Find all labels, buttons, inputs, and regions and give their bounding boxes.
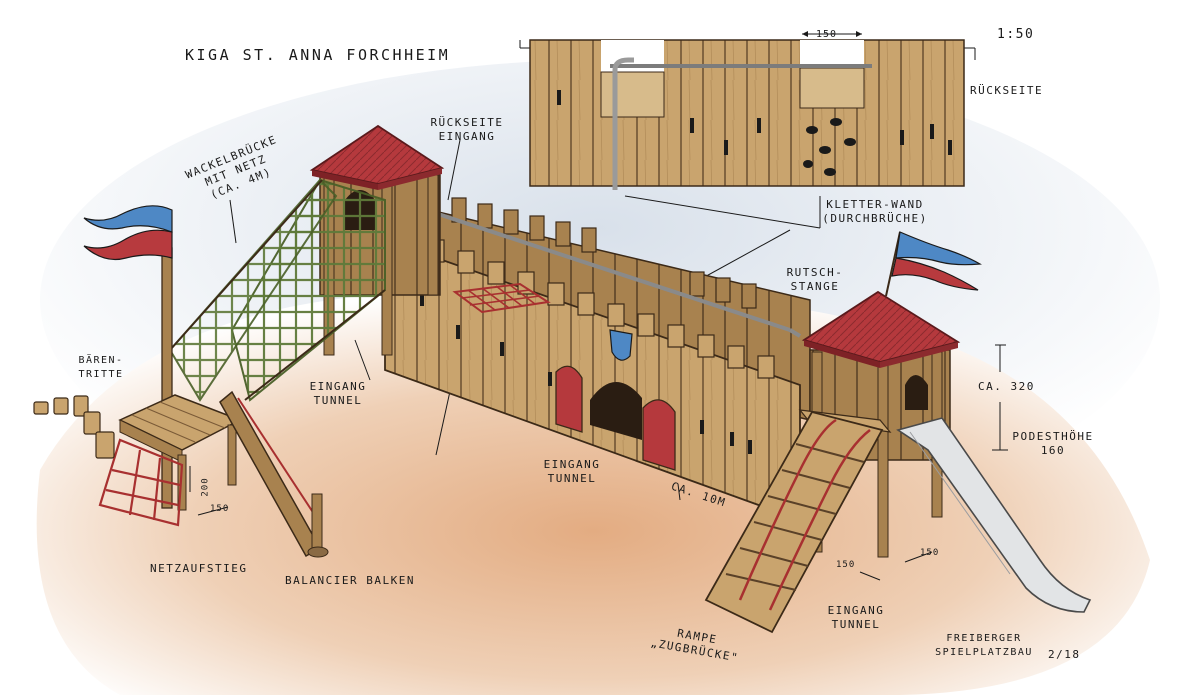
dim-left-200: 200: [200, 477, 211, 497]
bear-steps: [33, 395, 115, 459]
maker-signature: Freiberger Spielplatzbau: [935, 633, 1033, 658]
slide-pole-label: Rutsch-stange: [786, 266, 844, 293]
bear-steps-label: Bären-tritte: [78, 355, 124, 380]
total-height-label: ca. 320: [978, 380, 1035, 393]
dim-left-150: 150: [210, 504, 230, 514]
dim-right-150-a: 150: [836, 560, 856, 570]
dimension-lines: [677, 344, 1008, 581]
tunnel-entrance-label-middle: Eingang Tunnel: [543, 458, 601, 485]
platform-height-label: Podesthöhe 160: [1012, 430, 1094, 457]
dim-right-150-b: 150: [920, 548, 940, 558]
back-elevation-view: [519, 31, 976, 190]
left-platform: [33, 205, 329, 558]
wobble-bridge-net: [168, 178, 386, 402]
tunnel-entrance-label-right: Eingang Tunnel: [827, 604, 885, 631]
drawbridge-ramp: [704, 410, 884, 634]
drawing-date: 2/18: [1048, 648, 1081, 661]
dim-back-150: 150: [816, 29, 838, 40]
tunnel-entrance-label-left: Eingang Tunnel: [309, 380, 367, 407]
back-view-label: Rückseite: [970, 84, 1044, 97]
net-climb-label: Netzaufstieg: [150, 562, 248, 575]
balance-beam: [219, 390, 329, 558]
back-entrance-label: Rückseite Eingang: [430, 116, 504, 143]
balance-beam-label: Balancier Balken: [285, 574, 415, 587]
drawing-title: KiGa St. Anna Forchheim: [185, 46, 451, 64]
climbing-wall-label: Kletter-wand (Durchbrüche): [822, 198, 928, 225]
scale-label: 1:50: [997, 27, 1035, 42]
slide: [896, 417, 1092, 613]
